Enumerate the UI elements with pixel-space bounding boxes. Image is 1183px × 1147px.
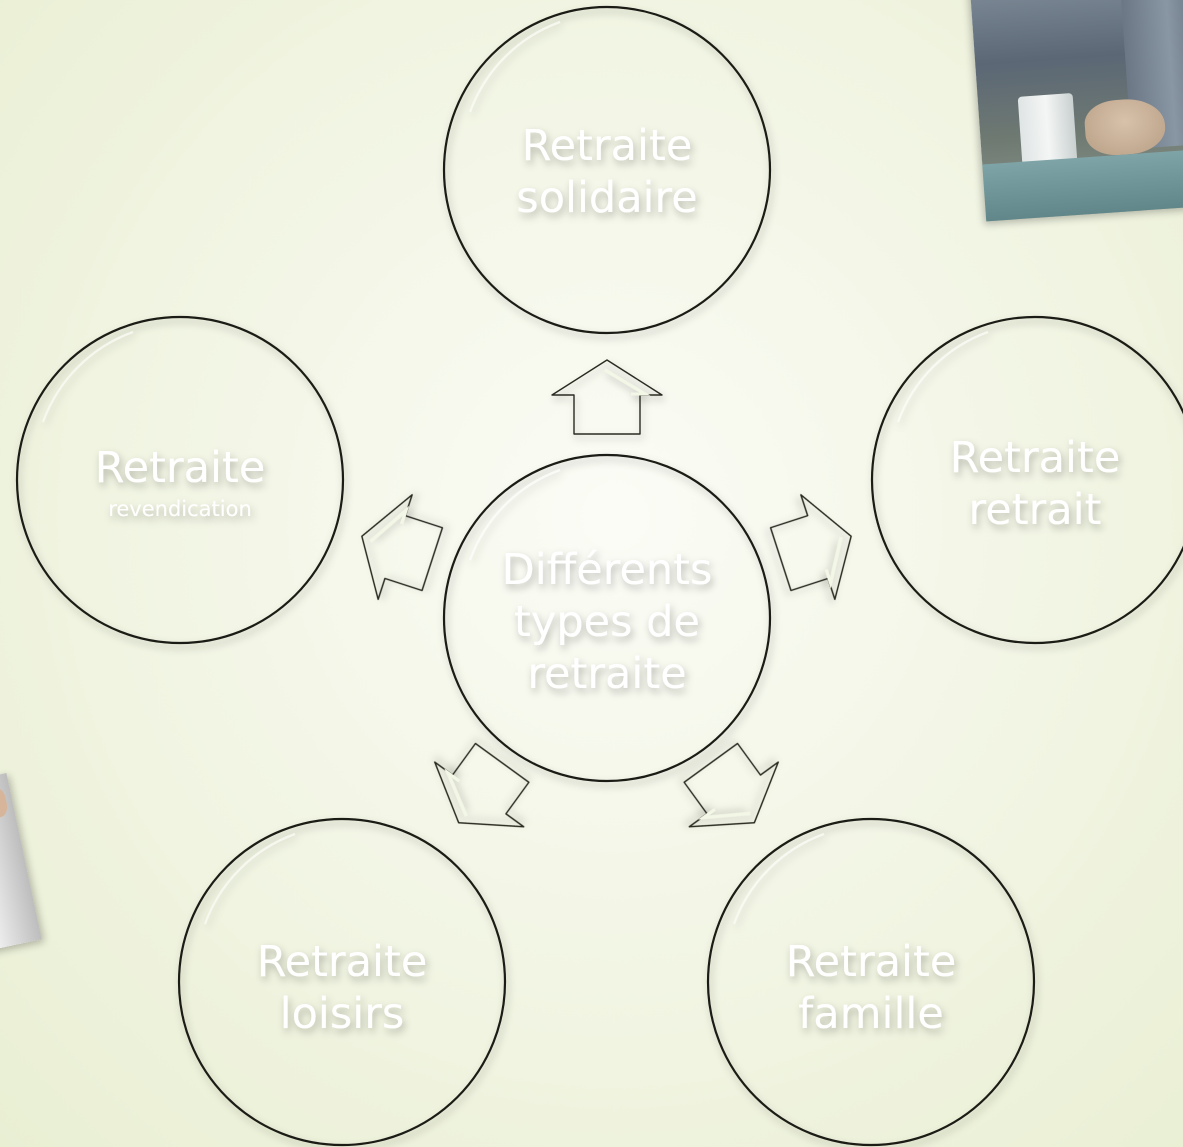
node-subtitle: loisirs: [280, 989, 405, 1039]
center-label-line-1: Différents: [502, 545, 713, 595]
node-subtitle: revendication: [108, 497, 252, 521]
node-subtitle: famille: [798, 989, 944, 1039]
arrow-down-right-famille: [683, 742, 779, 828]
node-title: Retraite: [786, 937, 957, 987]
arrow-down-left-loisirs: [434, 742, 530, 828]
center-label-line-2: types de: [514, 597, 700, 647]
node-subtitle: retrait: [969, 485, 1102, 535]
node-subtitle: solidaire: [516, 173, 697, 223]
node-retraite-solidaire: Retraite solidaire: [442, 5, 772, 335]
node-retraite-loisirs: Retraite loisirs: [177, 817, 507, 1147]
arrow-up-solidaire: [551, 359, 663, 435]
node-retraite-famille: Retraite famille: [706, 817, 1036, 1147]
arrow-left-revendication: [361, 494, 444, 601]
node-title: Retraite: [257, 937, 428, 987]
center-label-line-3: retraite: [527, 649, 686, 699]
node-title: Retraite: [522, 121, 693, 171]
node-retraite-revendication: Retraite revendication: [15, 315, 345, 645]
node-title: Retraite: [95, 443, 266, 493]
center-node: Différents types de retraite: [442, 453, 772, 783]
arrow-right-retrait: [769, 494, 852, 601]
node-title: Retraite: [950, 433, 1121, 483]
node-retraite-retrait: Retraite retrait: [870, 315, 1183, 645]
